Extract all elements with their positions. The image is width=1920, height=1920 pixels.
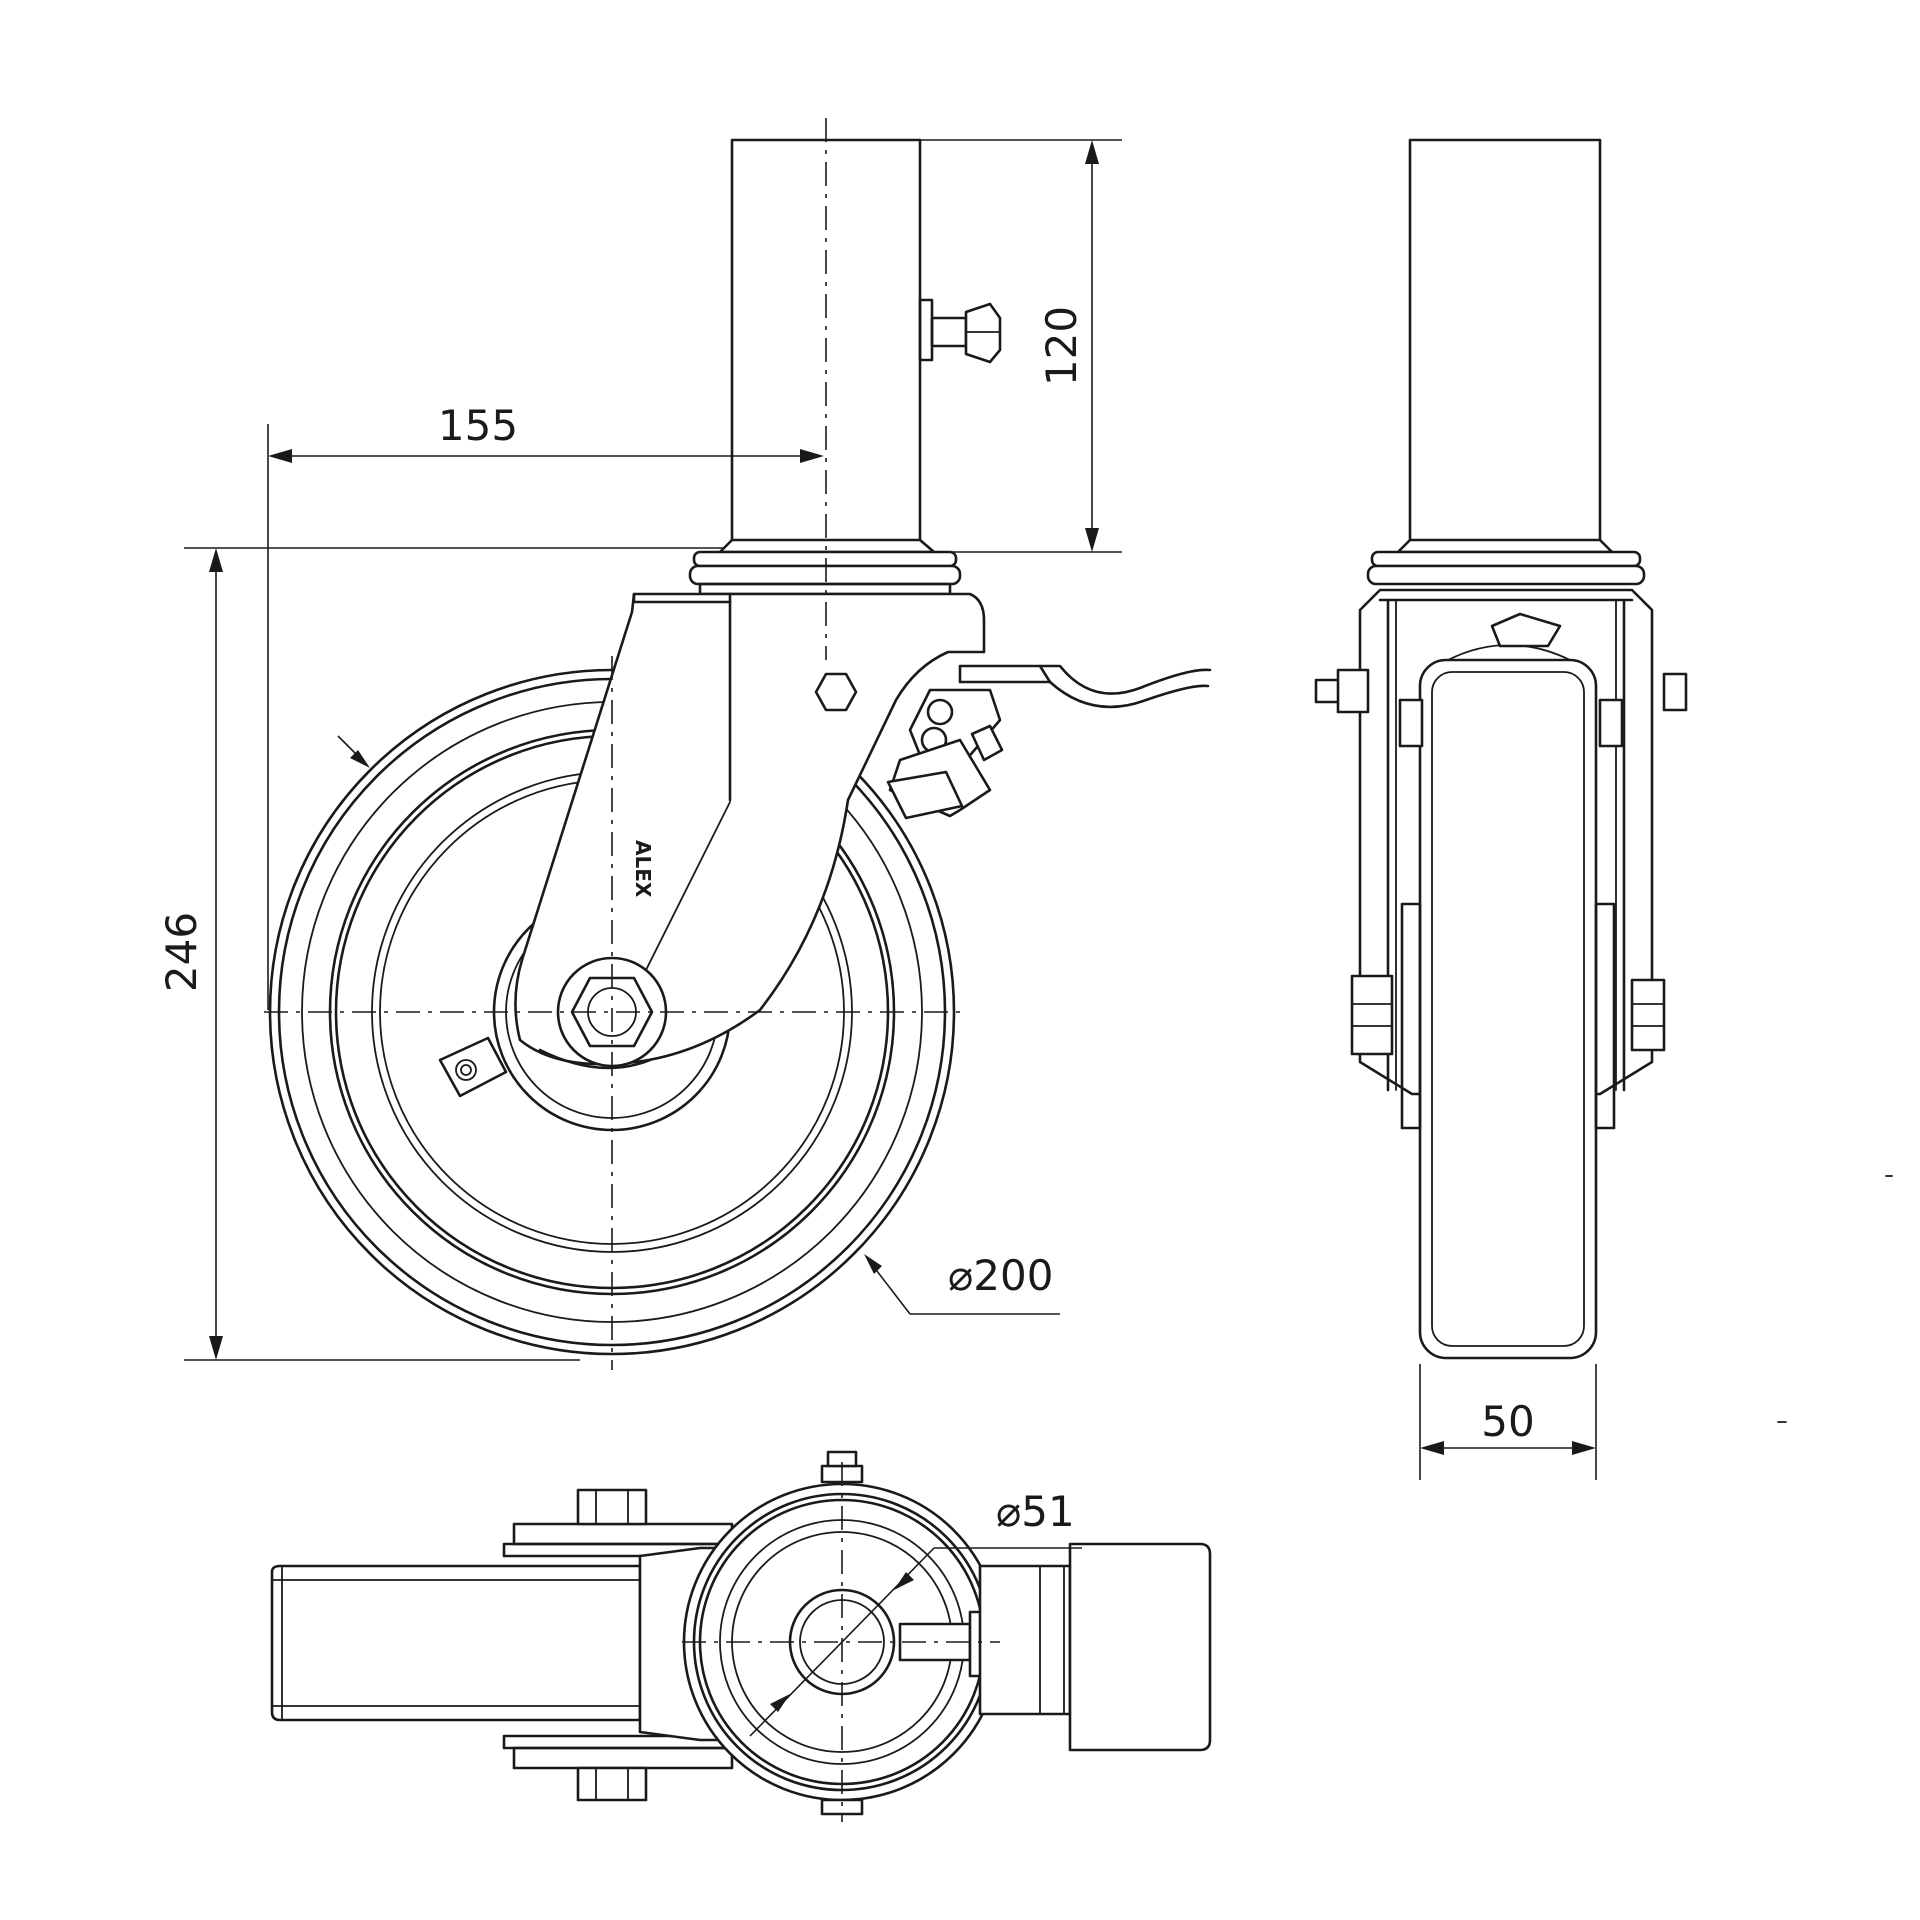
front-view: ALEX [264,118,1212,1370]
brand-logo: ALEX [631,840,655,898]
dimension-wheel-width-label: 50 [1481,1397,1534,1446]
dimension-overall-height-label: 246 [157,912,206,992]
dimension-tube-height: 120 [920,139,1122,553]
dimension-offset-label: 155 [438,401,518,450]
dimension-overall-height: 246 [157,547,724,1361]
set-screw [918,298,1002,364]
tyre-leader [337,735,370,768]
top-view [270,1450,1212,1822]
fork-bracket [514,592,986,1070]
hub-clip [438,1036,508,1098]
dimension-wheel-width: 50 [1419,1364,1597,1480]
side-view [1314,138,1688,1360]
dimension-wheel-diameter-label: ⌀200 [948,1251,1053,1300]
dimension-tube-height-label: 120 [1037,306,1086,386]
dimension-tube-diameter: ⌀51 [749,1487,1082,1737]
pivot-nut [814,672,858,712]
dimension-tube-diameter-label: ⌀51 [996,1487,1075,1536]
brake-lever [886,664,1212,820]
dimension-wheel-diameter: ⌀200 [864,1251,1060,1315]
dimension-offset: 155 [267,401,824,1010]
swivel-tube [688,138,962,596]
